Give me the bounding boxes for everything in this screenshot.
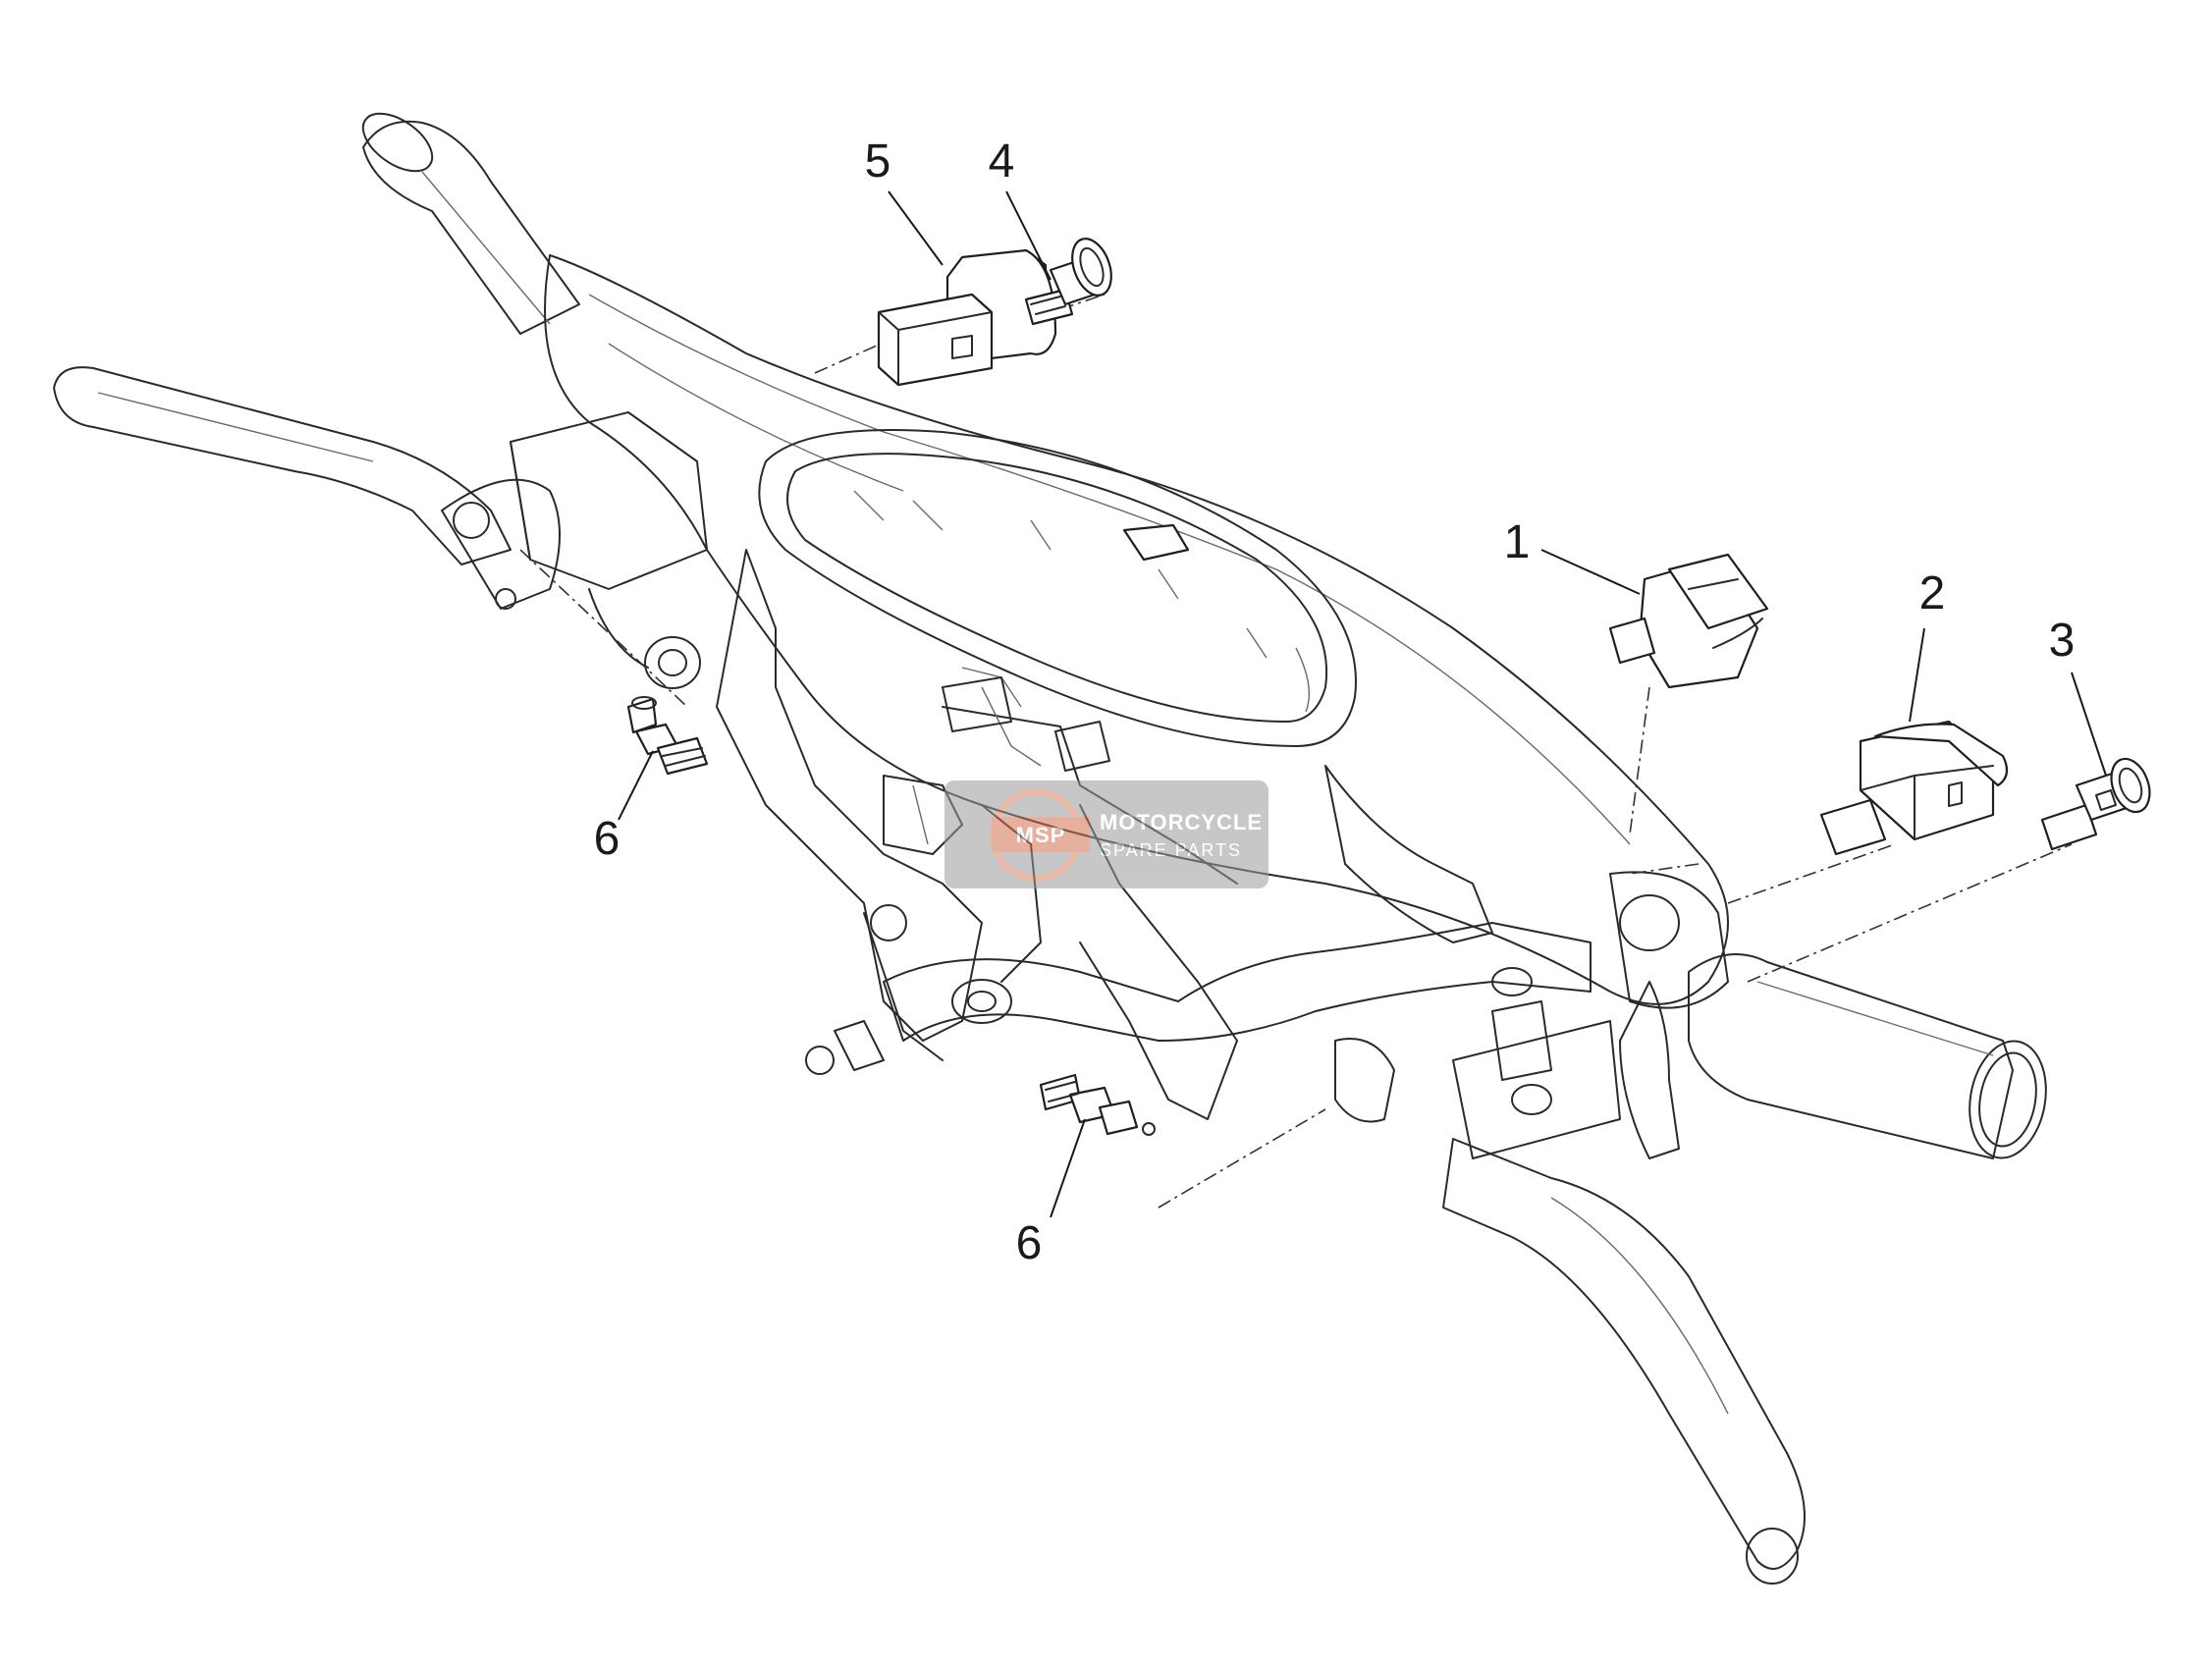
callout-leaders [618,190,2107,1218]
right-switch-housing [1334,871,1729,1159]
watermark-box [944,780,1268,888]
handlebar-tube [805,904,1592,1075]
part-6-stop-switch-left[interactable] [626,696,709,776]
part-2-switch-block[interactable] [1819,720,2009,856]
part-3-push-switch[interactable] [2040,754,2156,851]
handlebar-cover [544,254,1729,1005]
watermark-logo-text: MSP [1016,823,1066,847]
part-4-push-switch[interactable] [1024,234,1118,326]
watermark: MSP MOTORCYCLE SPARE PARTS [944,780,1268,888]
callout-numbers: 1 2 3 4 5 6 6 [594,135,2076,1269]
instrument-panel [758,429,1357,747]
left-grip [361,112,580,335]
callout-5[interactable]: 5 [865,135,891,188]
right-grip [1619,953,2047,1159]
left-brake-lever [53,366,512,565]
callout-1[interactable]: 1 [1504,516,1531,568]
right-brake-lever [1442,1138,1806,1585]
watermark-line2: SPARE PARTS [1100,840,1242,860]
part-6-stop-switch-right[interactable] [1039,1073,1156,1136]
callout-6-right[interactable]: 6 [1016,1217,1043,1269]
left-master-cylinder [441,411,708,689]
callout-4[interactable]: 4 [989,135,1015,188]
watermark-line1: MOTORCYCLE [1100,810,1263,834]
assembly-guide-lines [519,294,2073,1209]
callout-6-left[interactable]: 6 [594,813,620,865]
callout-2[interactable]: 2 [1919,567,1946,619]
part-5-switch-housing[interactable] [877,248,1057,387]
callout-3[interactable]: 3 [2049,615,2076,667]
part-1-switch[interactable] [1608,553,1769,689]
